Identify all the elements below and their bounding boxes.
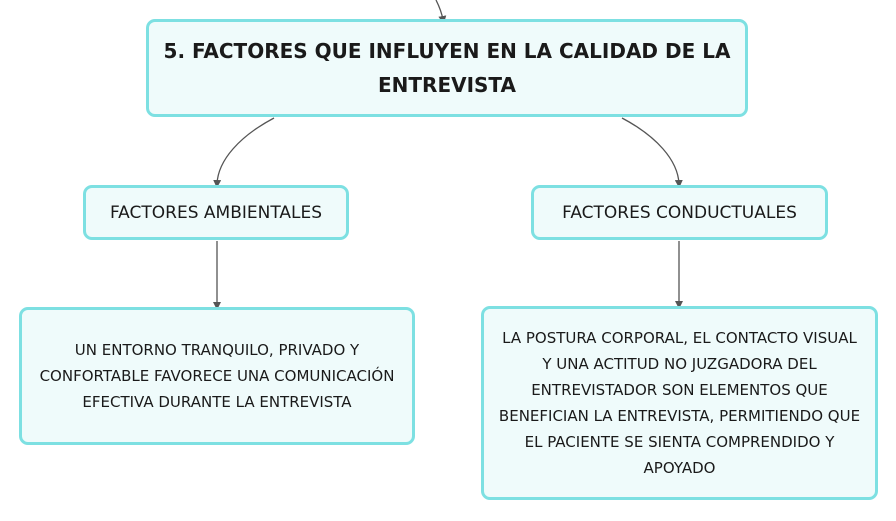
root-topic-node[interactable]: 5. FACTORES QUE INFLUYEN EN LA CALIDAD D… [146,19,748,117]
factores-conductuales-node[interactable]: FACTORES CONDUCTUALES [531,185,828,240]
conductuales-detail-node[interactable]: LA POSTURA CORPORAL, EL CONTACTO VISUAL … [481,306,878,500]
connector-from-parent [435,0,447,24]
ambientales-detail-text: UN ENTORNO TRANQUILO, PRIVADO Y CONFORTA… [39,341,395,411]
conductuales-detail-text: LA POSTURA CORPORAL, EL CONTACTO VISUAL … [498,329,861,477]
factores-ambientales-node[interactable]: FACTORES AMBIENTALES [83,185,349,240]
root-topic-title: 5. FACTORES QUE INFLUYEN EN LA CALIDAD D… [163,39,731,97]
connector-root-to-ambientales [213,117,275,188]
factores-conductuales-title: FACTORES CONDUCTUALES [562,202,797,223]
factores-ambientales-title: FACTORES AMBIENTALES [109,202,323,223]
ambientales-detail-node[interactable]: UN ENTORNO TRANQUILO, PRIVADO Y CONFORTA… [19,307,415,445]
connector-root-to-conductuales [621,117,683,188]
